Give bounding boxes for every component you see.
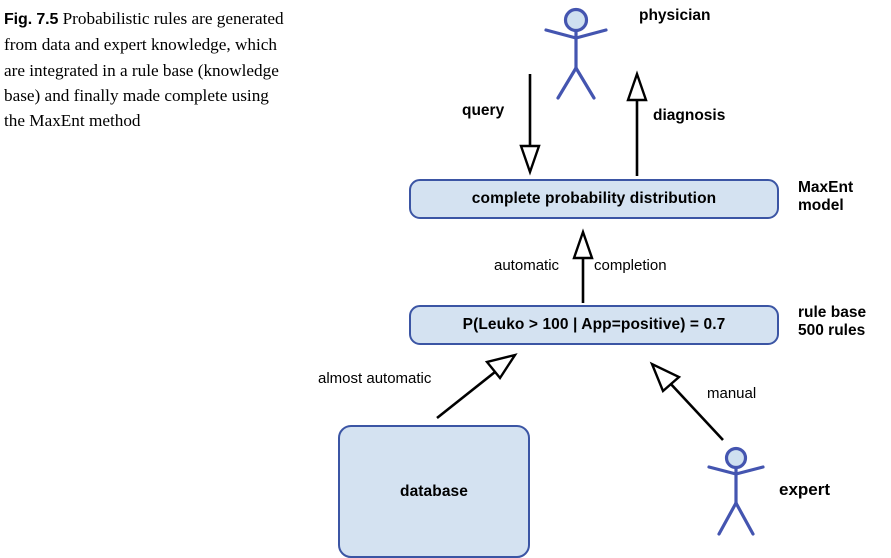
actor-label-physician: physician [639, 7, 711, 24]
edge-arrow-almost-automatic [436, 353, 518, 420]
actor-physician-figure [544, 7, 608, 100]
edge-arrow-automatic-completion [572, 228, 594, 303]
annotation-rule-base-line1: rule base [798, 304, 867, 321]
edge-label-manual: manual [707, 385, 757, 402]
edge-label-automatic: automatic [494, 257, 560, 274]
annotation-maxent-model-line1: MaxEnt [798, 179, 854, 196]
physician-arm-left [544, 28, 578, 40]
figure-number: Fig. 7.5 [4, 11, 59, 28]
edge-arrow-query [519, 74, 541, 176]
edge-label-query: query [462, 102, 505, 119]
figure-caption: Fig. 7.5 Probabilistic rules are generat… [4, 6, 294, 133]
figure-caption-text: Probabilistic rules are generated from d… [4, 9, 284, 131]
expert-head-icon [724, 446, 748, 470]
physician-leg-left [556, 66, 578, 100]
node-rule-base[interactable]: P(Leuko > 100 | App=positive) = 0.7 [409, 305, 779, 345]
annotation-rule-base-line2: 500 rules [798, 322, 866, 339]
edge-arrow-diagnosis [626, 70, 648, 176]
actor-expert-figure [707, 446, 765, 536]
actor-label-expert: expert [779, 480, 831, 499]
node-complete-probability-distribution[interactable]: complete probability distribution [409, 179, 779, 219]
expert-arm-left [707, 465, 738, 476]
annotation-maxent-model-line2: model [798, 197, 844, 214]
edge-label-completion: completion [594, 257, 667, 274]
physician-leg-right [574, 66, 596, 100]
physician-head-icon [563, 7, 589, 33]
expert-leg-right [734, 501, 755, 536]
expert-leg-left [717, 501, 738, 536]
edge-label-almost-automatic: almost automatic [318, 370, 432, 387]
edge-label-diagnosis: diagnosis [653, 107, 726, 124]
node-database[interactable]: database [338, 425, 530, 558]
expert-arm-right [734, 465, 765, 476]
physician-arm-right [574, 28, 608, 40]
